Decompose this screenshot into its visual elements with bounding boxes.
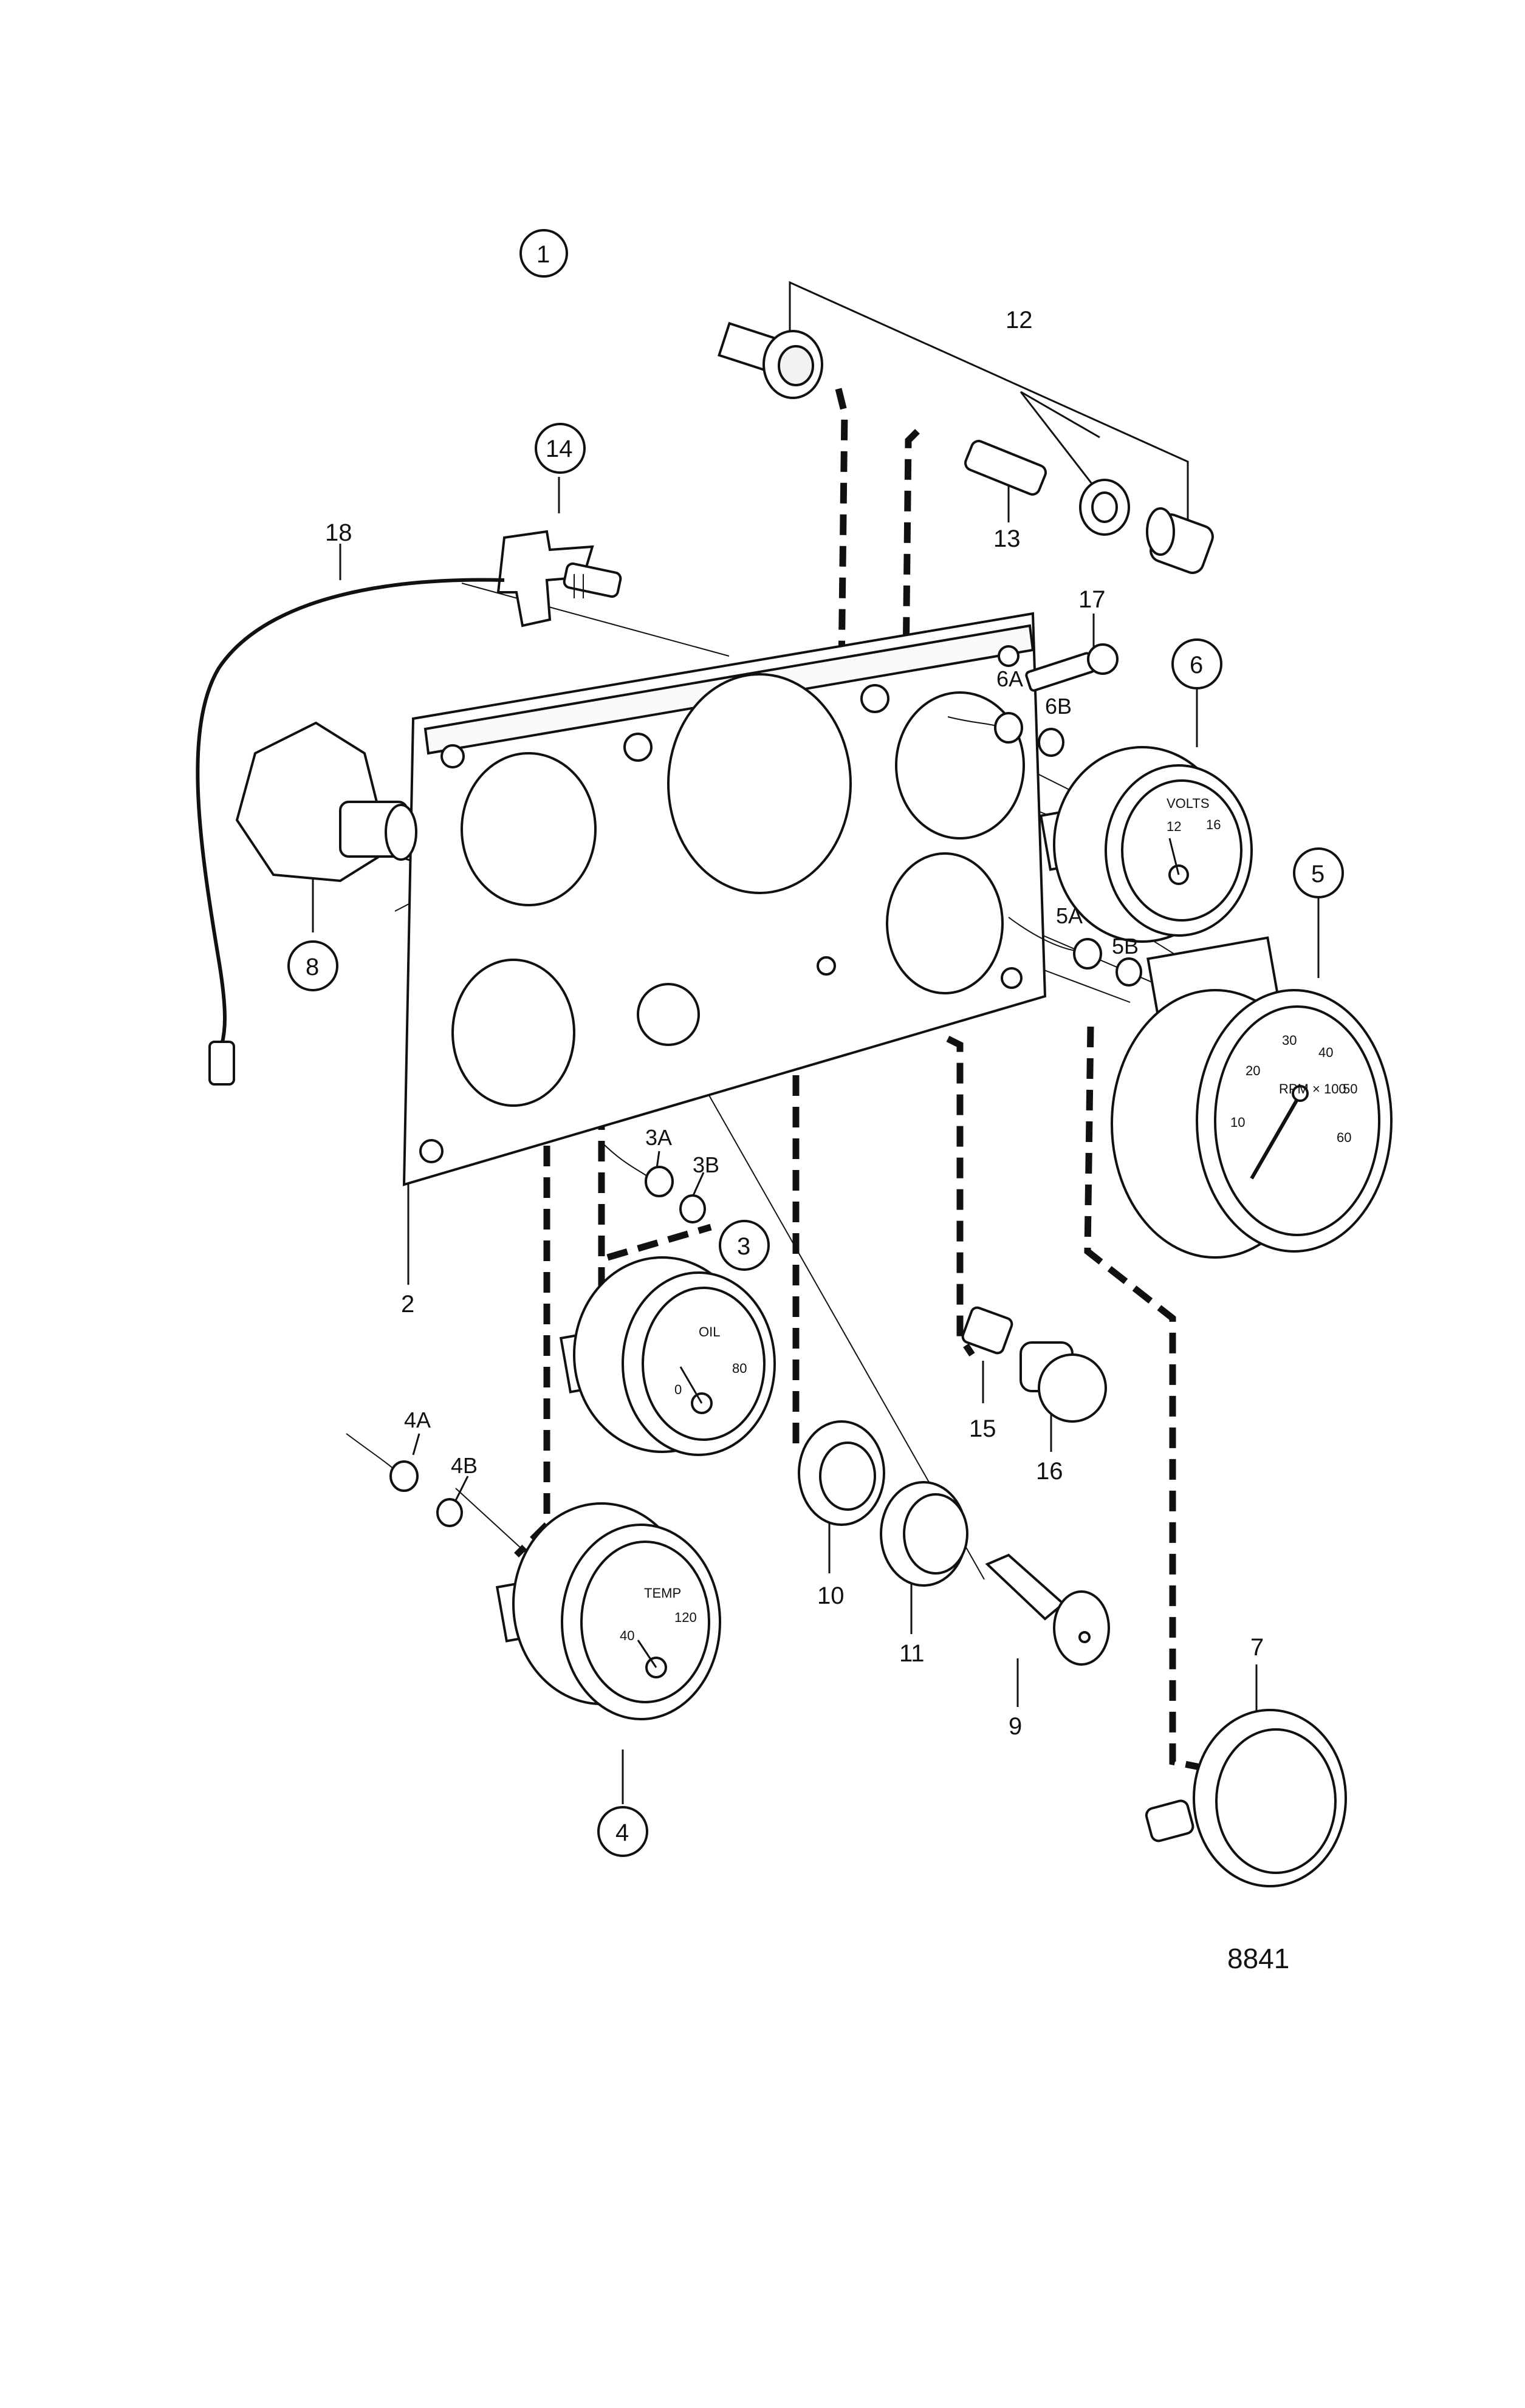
oil-label: OIL [699,1324,720,1339]
screw [1025,643,1119,692]
volts-12-tick: 12 [1167,819,1181,834]
alarm-buzzer [235,721,417,883]
bulb-holder-5a [1008,917,1102,970]
label-6a: 6A [996,666,1023,691]
bulb-holder-3a [601,1141,674,1197]
label-4-circle [597,1806,648,1857]
label-13: 13 [993,525,1021,552]
label-2: 2 [401,1291,414,1318]
label-12: 12 [1006,307,1033,333]
label-4a: 4A [404,1408,431,1432]
seal-ring [798,1420,885,1526]
rpm-tick-40: 40 [1318,1045,1333,1060]
nut-ring [880,1481,968,1587]
label-14: 14 [546,436,573,462]
oil-pressure-gauge: OIL 0 80 [559,1256,776,1456]
label-1-circle [519,229,568,278]
volts-label: VOLTS [1167,796,1210,811]
volts-16-tick: 16 [1206,817,1221,832]
label-3: 3 [737,1233,750,1260]
temperature-gauge: TEMP 40 120 [495,1502,721,1720]
label-3-circle [719,1220,770,1271]
bulb-3b [679,1194,706,1223]
starter-button-cap [1020,1341,1107,1423]
part-labels: 1 12 14 13 18 17 6 6A 6B 5 5A 5B 8 3A 3B… [287,229,1344,1974]
bulb-4b [436,1498,463,1527]
label-5: 5 [1311,861,1325,888]
label-10: 10 [817,1582,845,1609]
rpm-tick-50: 50 [1343,1081,1357,1096]
label-6: 6 [1190,652,1203,679]
label-16: 16 [1036,1458,1063,1485]
drawing-reference-number: 8841 [1227,1943,1289,1974]
label-11: 11 [899,1640,925,1667]
ignition-key [985,1553,1110,1666]
label-1: 1 [536,241,550,268]
starter-button-switch [961,1306,1013,1355]
tachometer-bezel [1145,1709,1347,1887]
rpm-label: RPM × 100 [1279,1081,1346,1096]
label-17: 17 [1078,586,1106,613]
cable [196,578,505,1086]
bulb-holder-4a [346,1433,419,1492]
oil-80-tick: 80 [732,1361,747,1376]
label-18: 18 [325,519,352,546]
label-5a: 5A [1056,903,1083,928]
mounting-panel [402,612,1047,1186]
label-8: 8 [306,954,319,980]
label-14-circle [535,423,586,474]
fuse-holder-body [718,321,823,399]
label-6b: 6B [1045,694,1072,719]
label-3b: 3B [693,1152,719,1177]
label-4b: 4B [451,1453,478,1478]
voltmeter: VOLTS 12 16 [1039,746,1253,943]
panel-light-switch-knob [496,530,622,628]
fuse-cap [1146,507,1214,574]
label-7: 7 [1250,1634,1264,1661]
fuse-washer [1079,479,1130,536]
label-3a: 3A [645,1125,672,1150]
rpm-tick-60: 60 [1337,1130,1351,1145]
label-9: 9 [1009,1713,1022,1740]
tachometer: RPM × 100 10 20 30 40 50 60 [1111,936,1393,1259]
label-15: 15 [969,1415,996,1442]
temp-40-tick: 40 [620,1628,634,1643]
bulb-holder-6a [947,712,1023,744]
bulb-5b [1115,957,1142,987]
temp-label: TEMP [644,1585,681,1601]
rpm-tick-10: 10 [1230,1115,1245,1130]
rpm-tick-20: 20 [1246,1063,1260,1078]
label-6-circle [1171,638,1222,689]
fuse [964,440,1047,496]
bulb-6b [1038,728,1064,757]
label-5b: 5B [1112,934,1139,959]
temp-120-tick: 120 [674,1610,697,1625]
rpm-tick-30: 30 [1282,1033,1297,1048]
label-4: 4 [615,1819,629,1846]
label-8-circle [287,940,338,991]
label-5-circle [1293,847,1344,898]
oil-0-tick: 0 [674,1382,682,1397]
